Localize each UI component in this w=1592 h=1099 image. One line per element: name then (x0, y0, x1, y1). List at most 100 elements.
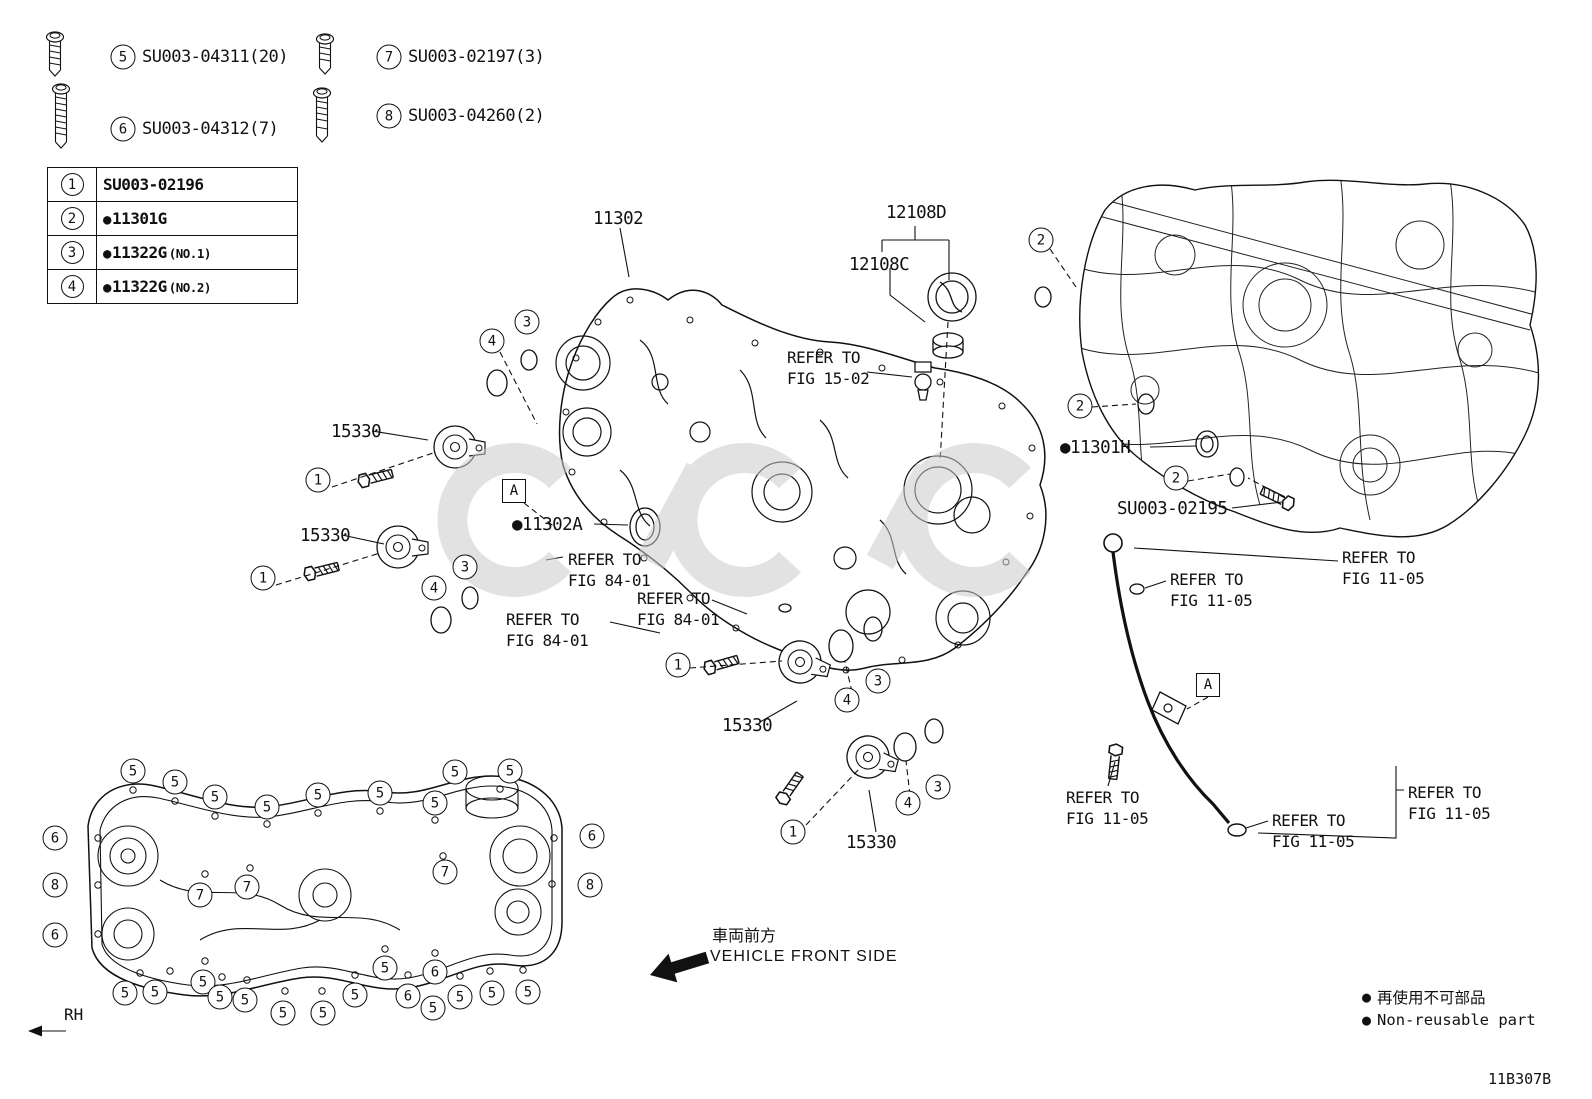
callout-3: 3 (925, 774, 951, 800)
part-number-label: ●11301H (1060, 438, 1131, 458)
callout-7: 7 (187, 882, 213, 908)
callout-2: 2 (1163, 465, 1189, 491)
callout-5: 5 (515, 979, 541, 1005)
non-reusable-text-en: Non-reusable part (1377, 1011, 1536, 1029)
watermark (437, 443, 1032, 597)
part-number-label: ●11302A (512, 515, 583, 535)
parts-table-row: 1 SU003-02196 (47, 167, 298, 202)
callout-4: 4 (834, 687, 860, 713)
callout-7: 7 (376, 44, 402, 70)
dot-icon: ● (1362, 1011, 1372, 1029)
callout-3: 3 (865, 668, 891, 694)
callout-5: 5 (162, 769, 188, 795)
callout-5: 5 (120, 758, 146, 784)
figure-reference-label: REFER TO FIG 11-05 (1342, 548, 1425, 589)
callout-1: 1 (780, 819, 806, 845)
callout-4: 4 (421, 575, 447, 601)
callout-1: 1 (250, 565, 276, 591)
callout-6: 6 (422, 959, 448, 985)
figure-reference-label: REFER TO FIG 11-05 (1272, 811, 1355, 852)
vehicle-front-arrow-icon (650, 951, 710, 983)
callout-2: 2 (1067, 393, 1093, 419)
part-code: SU003-02196 (96, 167, 298, 202)
part-number-label: 15330 (722, 716, 773, 736)
bolt-code-label: SU003-04312(7) (142, 119, 279, 139)
callout-8: 8 (42, 872, 68, 898)
dot-icon: ● (1362, 988, 1372, 1006)
part-number-label: 11302 (593, 209, 644, 229)
callout-5: 5 (110, 44, 136, 70)
callout-5: 5 (112, 980, 138, 1006)
callout-5: 5 (305, 782, 331, 808)
callout-5: 5 (142, 979, 168, 1005)
dot-icon: ● (103, 212, 111, 228)
bolt-code-label: SU003-04260(2) (408, 106, 545, 126)
non-reusable-legend-en: ● Non-reusable part (1362, 1011, 1536, 1029)
callout-6: 6 (42, 825, 68, 851)
rh-label: RH (64, 1005, 84, 1024)
callout-5: 5 (232, 987, 258, 1013)
callout-2: 2 (60, 207, 84, 230)
callout-5: 5 (202, 784, 228, 810)
callout-3: 3 (60, 241, 84, 264)
non-reusable-legend-jp: ● 再使用不可部品 (1362, 986, 1486, 1008)
drawing-number: 11B307B (1488, 1070, 1552, 1088)
callout-7: 7 (432, 859, 458, 885)
figure-reference-label: REFER TO FIG 11-05 (1066, 788, 1149, 829)
callout-5: 5 (372, 955, 398, 981)
section-marker-A: A (502, 479, 526, 503)
callout-1: 1 (665, 652, 691, 678)
callout-3: 3 (452, 554, 478, 580)
part-number-label: 12108D (886, 203, 947, 223)
callout-5: 5 (207, 984, 233, 1010)
part-number-label: 15330 (846, 833, 897, 853)
dot-icon: ● (103, 246, 111, 262)
parts-table-row: 3●11322G(NO.1) (47, 235, 298, 270)
callout-2: 2 (1028, 227, 1054, 253)
bolt-code-label: SU003-02197(3) (408, 47, 545, 67)
callout-5: 5 (310, 1000, 336, 1026)
callout-1: 1 (60, 173, 84, 196)
figure-reference-label: REFER TO FIG 84-01 (506, 610, 589, 651)
parts-table-row: 4●11322G(NO.2) (47, 269, 298, 304)
figure-reference-label: REFER TO FIG 15-02 (787, 348, 870, 389)
bolt-icon (312, 87, 332, 143)
callout-8: 8 (577, 872, 603, 898)
bolt-icon (315, 33, 335, 75)
bolt-icon (51, 83, 71, 149)
callout-5: 5 (254, 794, 280, 820)
part-number-label: 15330 (331, 422, 382, 442)
parts-table-row: 2●11301G (47, 201, 298, 236)
vehicle-front-label-en: VEHICLE FRONT SIDE (710, 948, 898, 965)
callout-6: 6 (395, 983, 421, 1009)
callout-5: 5 (342, 982, 368, 1008)
callout-5: 5 (422, 790, 448, 816)
callout-7: 7 (234, 874, 260, 900)
callout-5: 5 (497, 758, 523, 784)
callout-4: 4 (895, 790, 921, 816)
callout-5: 5 (447, 984, 473, 1010)
callout-5: 5 (367, 780, 393, 806)
callout-5: 5 (442, 759, 468, 785)
callout-6: 6 (110, 116, 136, 142)
callout-1: 1 (305, 467, 331, 493)
figure-reference-label: REFER TO FIG 11-05 (1408, 783, 1491, 824)
part-number-label: 15330 (300, 526, 351, 546)
callout-8: 8 (376, 103, 402, 129)
section-marker-A: A (1196, 673, 1220, 697)
part-number-label: SU003-02195 (1117, 499, 1228, 519)
figure-reference-label: REFER TO FIG 11-05 (1170, 570, 1253, 611)
figure-reference-label: REFER TO FIG 84-01 (568, 550, 651, 591)
callout-6: 6 (579, 823, 605, 849)
dot-icon: ● (103, 280, 111, 296)
figure-reference-label: REFER TO FIG 84-01 (637, 589, 720, 630)
callout-4: 4 (479, 328, 505, 354)
callout-3: 3 (514, 309, 540, 335)
part-number-label: 12108C (849, 255, 910, 275)
bolt-icon (45, 31, 65, 77)
callout-5: 5 (479, 980, 505, 1006)
non-reusable-text-jp: 再使用不可部品 (1377, 989, 1486, 1007)
